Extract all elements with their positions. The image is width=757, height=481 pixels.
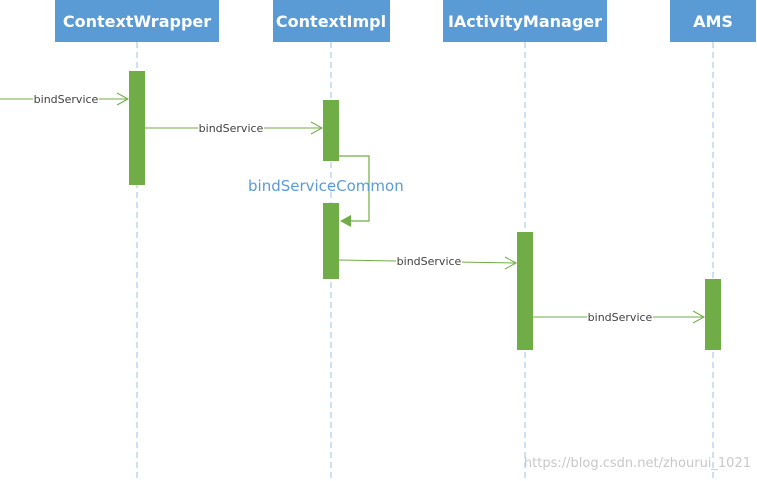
participant-box [443, 0, 607, 42]
message-label: bindService [397, 255, 462, 268]
self-call-label: bindServiceCommon [248, 177, 404, 195]
message-bindservice-to-ams: bindService [533, 310, 706, 324]
filled-arrowhead-icon [340, 215, 351, 227]
participant-contextimpl: ContextImpl [273, 0, 390, 42]
label-background [198, 121, 264, 135]
participant-box [55, 0, 219, 42]
message-bindservice-to-contextwrapper: bindService [0, 92, 130, 106]
participant-contextwrapper: ContextWrapper [55, 0, 219, 42]
activation-contextimpl-2 [323, 203, 339, 279]
open-arrowhead-icon [692, 310, 706, 324]
message-bindservicecommon-self-call: bindServiceCommon [248, 155, 404, 227]
open-arrowhead-icon [504, 256, 518, 270]
message-line [339, 155, 370, 222]
open-arrowhead-icon [116, 92, 130, 106]
message-label: bindService [199, 122, 264, 135]
participant-box [670, 0, 756, 42]
participant-box [273, 0, 390, 42]
message-bindservice-to-contextimpl: bindService [145, 121, 324, 135]
participant-label: AMS [693, 12, 733, 31]
label-background [33, 92, 99, 106]
activation-contextwrapper [129, 71, 145, 185]
open-arrowhead-icon [310, 121, 324, 135]
participant-label: ContextWrapper [63, 12, 211, 31]
watermark: https://blog.csdn.net/zhourui_1021 [524, 456, 751, 471]
activation-iactivitymanager [517, 232, 533, 350]
message-bindservice-to-iactivitymanager: bindService [338, 254, 518, 270]
participant-label: IActivityManager [448, 12, 602, 31]
participant-ams: AMS [670, 0, 756, 42]
message-label: bindService [34, 93, 99, 106]
participant-label: ContextImpl [276, 12, 386, 31]
label-background [396, 254, 462, 268]
message-label: bindService [588, 311, 653, 324]
activation-contextimpl-1 [323, 100, 339, 161]
participant-iactivitymanager: IActivityManager [443, 0, 607, 42]
label-background [587, 310, 653, 324]
activation-ams [705, 279, 721, 350]
